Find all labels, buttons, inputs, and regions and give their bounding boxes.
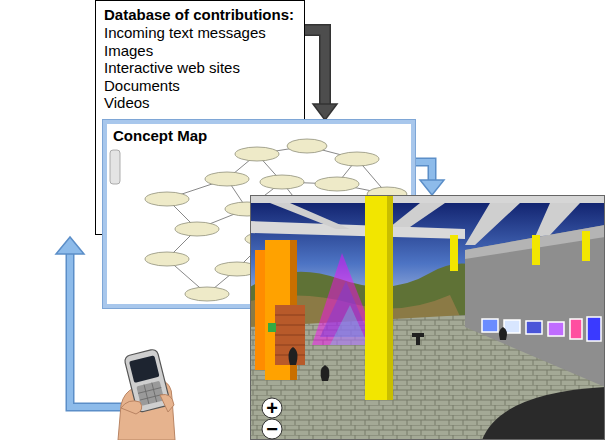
illustration-part	[548, 322, 564, 336]
illustration-part	[289, 327, 507, 381]
illustration-part	[482, 319, 498, 332]
illustration-part	[250, 195, 605, 203]
illustration-part	[121, 401, 142, 414]
illustration-part	[420, 180, 444, 195]
illustration-part	[262, 398, 282, 418]
box-heading: Concept Map	[113, 126, 207, 145]
illustration-part	[305, 30, 325, 106]
illustration-part	[56, 237, 84, 254]
illustration-part	[262, 419, 282, 439]
zoom-control: +	[262, 397, 282, 419]
zoom-control: −	[262, 418, 282, 440]
illustration-part	[482, 387, 605, 440]
illustration-part	[526, 321, 542, 334]
illustration-part	[250, 195, 605, 440]
illustration-part	[582, 231, 590, 261]
illustration-part	[570, 319, 582, 339]
illustration-part	[450, 235, 458, 271]
list-item: Documents	[104, 77, 180, 95]
virtual-gallery-scene	[250, 195, 605, 440]
box-heading: Database of contributions:	[104, 6, 294, 24]
illustration-part	[532, 235, 540, 265]
illustration-part	[305, 30, 325, 106]
illustration-part	[205, 172, 249, 186]
illustration-part	[275, 315, 305, 355]
illustration-part	[145, 252, 189, 266]
illustration-part	[185, 287, 229, 301]
illustration-part	[268, 323, 276, 332]
illustration-part	[160, 394, 174, 412]
list-item: Videos	[104, 94, 150, 112]
illustration-part	[330, 305, 368, 345]
gallery-view: +−	[250, 195, 605, 440]
illustration-part	[110, 150, 120, 184]
illustration-part	[365, 195, 387, 400]
list-item: Incoming text messages	[104, 24, 266, 42]
flow-arrow	[305, 30, 337, 120]
illustration-part	[387, 195, 393, 400]
illustration-part	[313, 104, 337, 120]
illustration-part	[415, 162, 432, 182]
illustration-part	[315, 177, 359, 191]
illustration-part	[235, 147, 279, 161]
illustration-part	[255, 250, 265, 370]
illustration-part	[587, 317, 601, 341]
illustration-part	[250, 195, 605, 440]
flow-arrow	[415, 162, 444, 195]
list-item: Images	[104, 42, 153, 60]
illustration-part	[250, 221, 465, 239]
illustration-part	[145, 192, 189, 206]
illustration-part	[465, 225, 605, 387]
illustration-part	[260, 175, 304, 189]
list-item: Interactive web sites	[104, 59, 240, 77]
illustration-part	[335, 152, 379, 166]
illustration-part	[415, 162, 432, 182]
illustration-part	[175, 222, 219, 236]
illustration-part	[129, 355, 160, 383]
illustration-part	[287, 139, 327, 153]
